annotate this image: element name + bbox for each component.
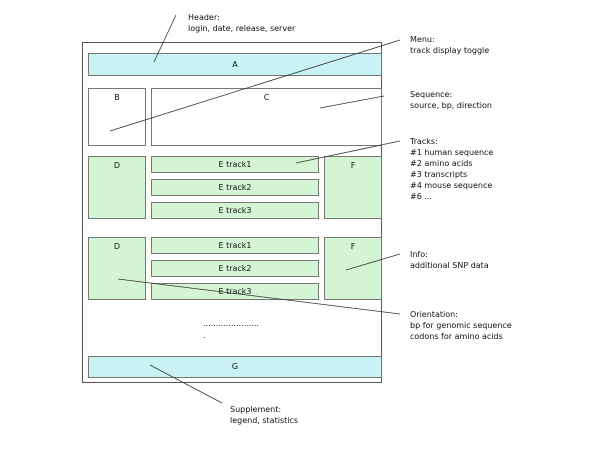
track-3-group1: E track3 — [151, 202, 319, 219]
leader-supplement — [149, 364, 223, 404]
annotation-tracks-line-1: #1 human sequence — [410, 148, 494, 157]
annotation-tracks-line-2: #2 amino acids — [410, 159, 473, 168]
annotation-orientation-title: Orientation: — [410, 310, 458, 319]
track-3-group2: E track3 — [151, 283, 319, 300]
box-g-supplement: G — [88, 356, 382, 378]
leader-orientation — [117, 278, 401, 315]
annotation-supplement-line: legend, statistics — [230, 416, 299, 425]
annotation-tracks-line-4: #4 mouse sequence — [410, 181, 493, 190]
leader-tracks — [295, 140, 401, 164]
annotation-menu-line: track display toggle — [410, 46, 490, 55]
box-c-sequence: C — [151, 88, 382, 146]
annotation-orientation: Orientation: bp for genomic sequence cod… — [410, 309, 512, 342]
annotation-menu-title: Menu: — [410, 35, 435, 44]
annotation-orientation-line-2: codons for amino acids — [410, 332, 503, 341]
box-b: B — [88, 88, 146, 146]
annotation-sequence: Sequence: source, bp, direction — [410, 89, 492, 111]
annotation-sequence-line: source, bp, direction — [410, 101, 492, 110]
box-a-header: A — [88, 53, 382, 76]
annotation-menu: Menu: track display toggle — [410, 34, 489, 56]
track-2-group2: E track2 — [151, 260, 319, 277]
annotation-header: Header: login, date, release, server — [188, 12, 295, 34]
annotation-header-line: login, date, release, server — [188, 24, 296, 33]
leader-info — [345, 253, 401, 271]
annotation-sequence-title: Sequence: — [410, 90, 453, 99]
annotation-tracks-title: Tracks: — [410, 137, 438, 146]
track-1-group2: E track1 — [151, 237, 319, 254]
annotation-info-line: additional SNP data — [410, 261, 489, 270]
annotation-info-title: Info: — [410, 250, 428, 259]
track-2-group1: E track2 — [151, 179, 319, 196]
leader-header — [153, 14, 177, 63]
ellipsis-dot: . — [203, 331, 206, 340]
annotation-tracks-line-5: #6 ... — [410, 192, 432, 201]
track-1-group1: E track1 — [151, 156, 319, 173]
leader-menu — [109, 39, 401, 132]
annotation-header-title: Header: — [188, 13, 220, 22]
annotation-supplement: Supplement: legend, statistics — [230, 404, 298, 426]
box-f-group2: F — [324, 237, 382, 300]
box-d-group1: D — [88, 156, 146, 219]
box-f-group1: F — [324, 156, 382, 219]
ellipsis-dots: ...................... — [203, 319, 259, 328]
annotation-supplement-title: Supplement: — [230, 405, 282, 414]
annotation-orientation-line-1: bp for genomic sequence — [410, 321, 512, 330]
annotation-tracks-line-3: #3 transcripts — [410, 170, 468, 179]
box-d-group2: D — [88, 237, 146, 300]
leader-sequence — [319, 95, 385, 109]
annotation-info: Info: additional SNP data — [410, 249, 489, 271]
annotation-tracks: Tracks: #1 human sequence #2 amino acids… — [410, 136, 493, 202]
